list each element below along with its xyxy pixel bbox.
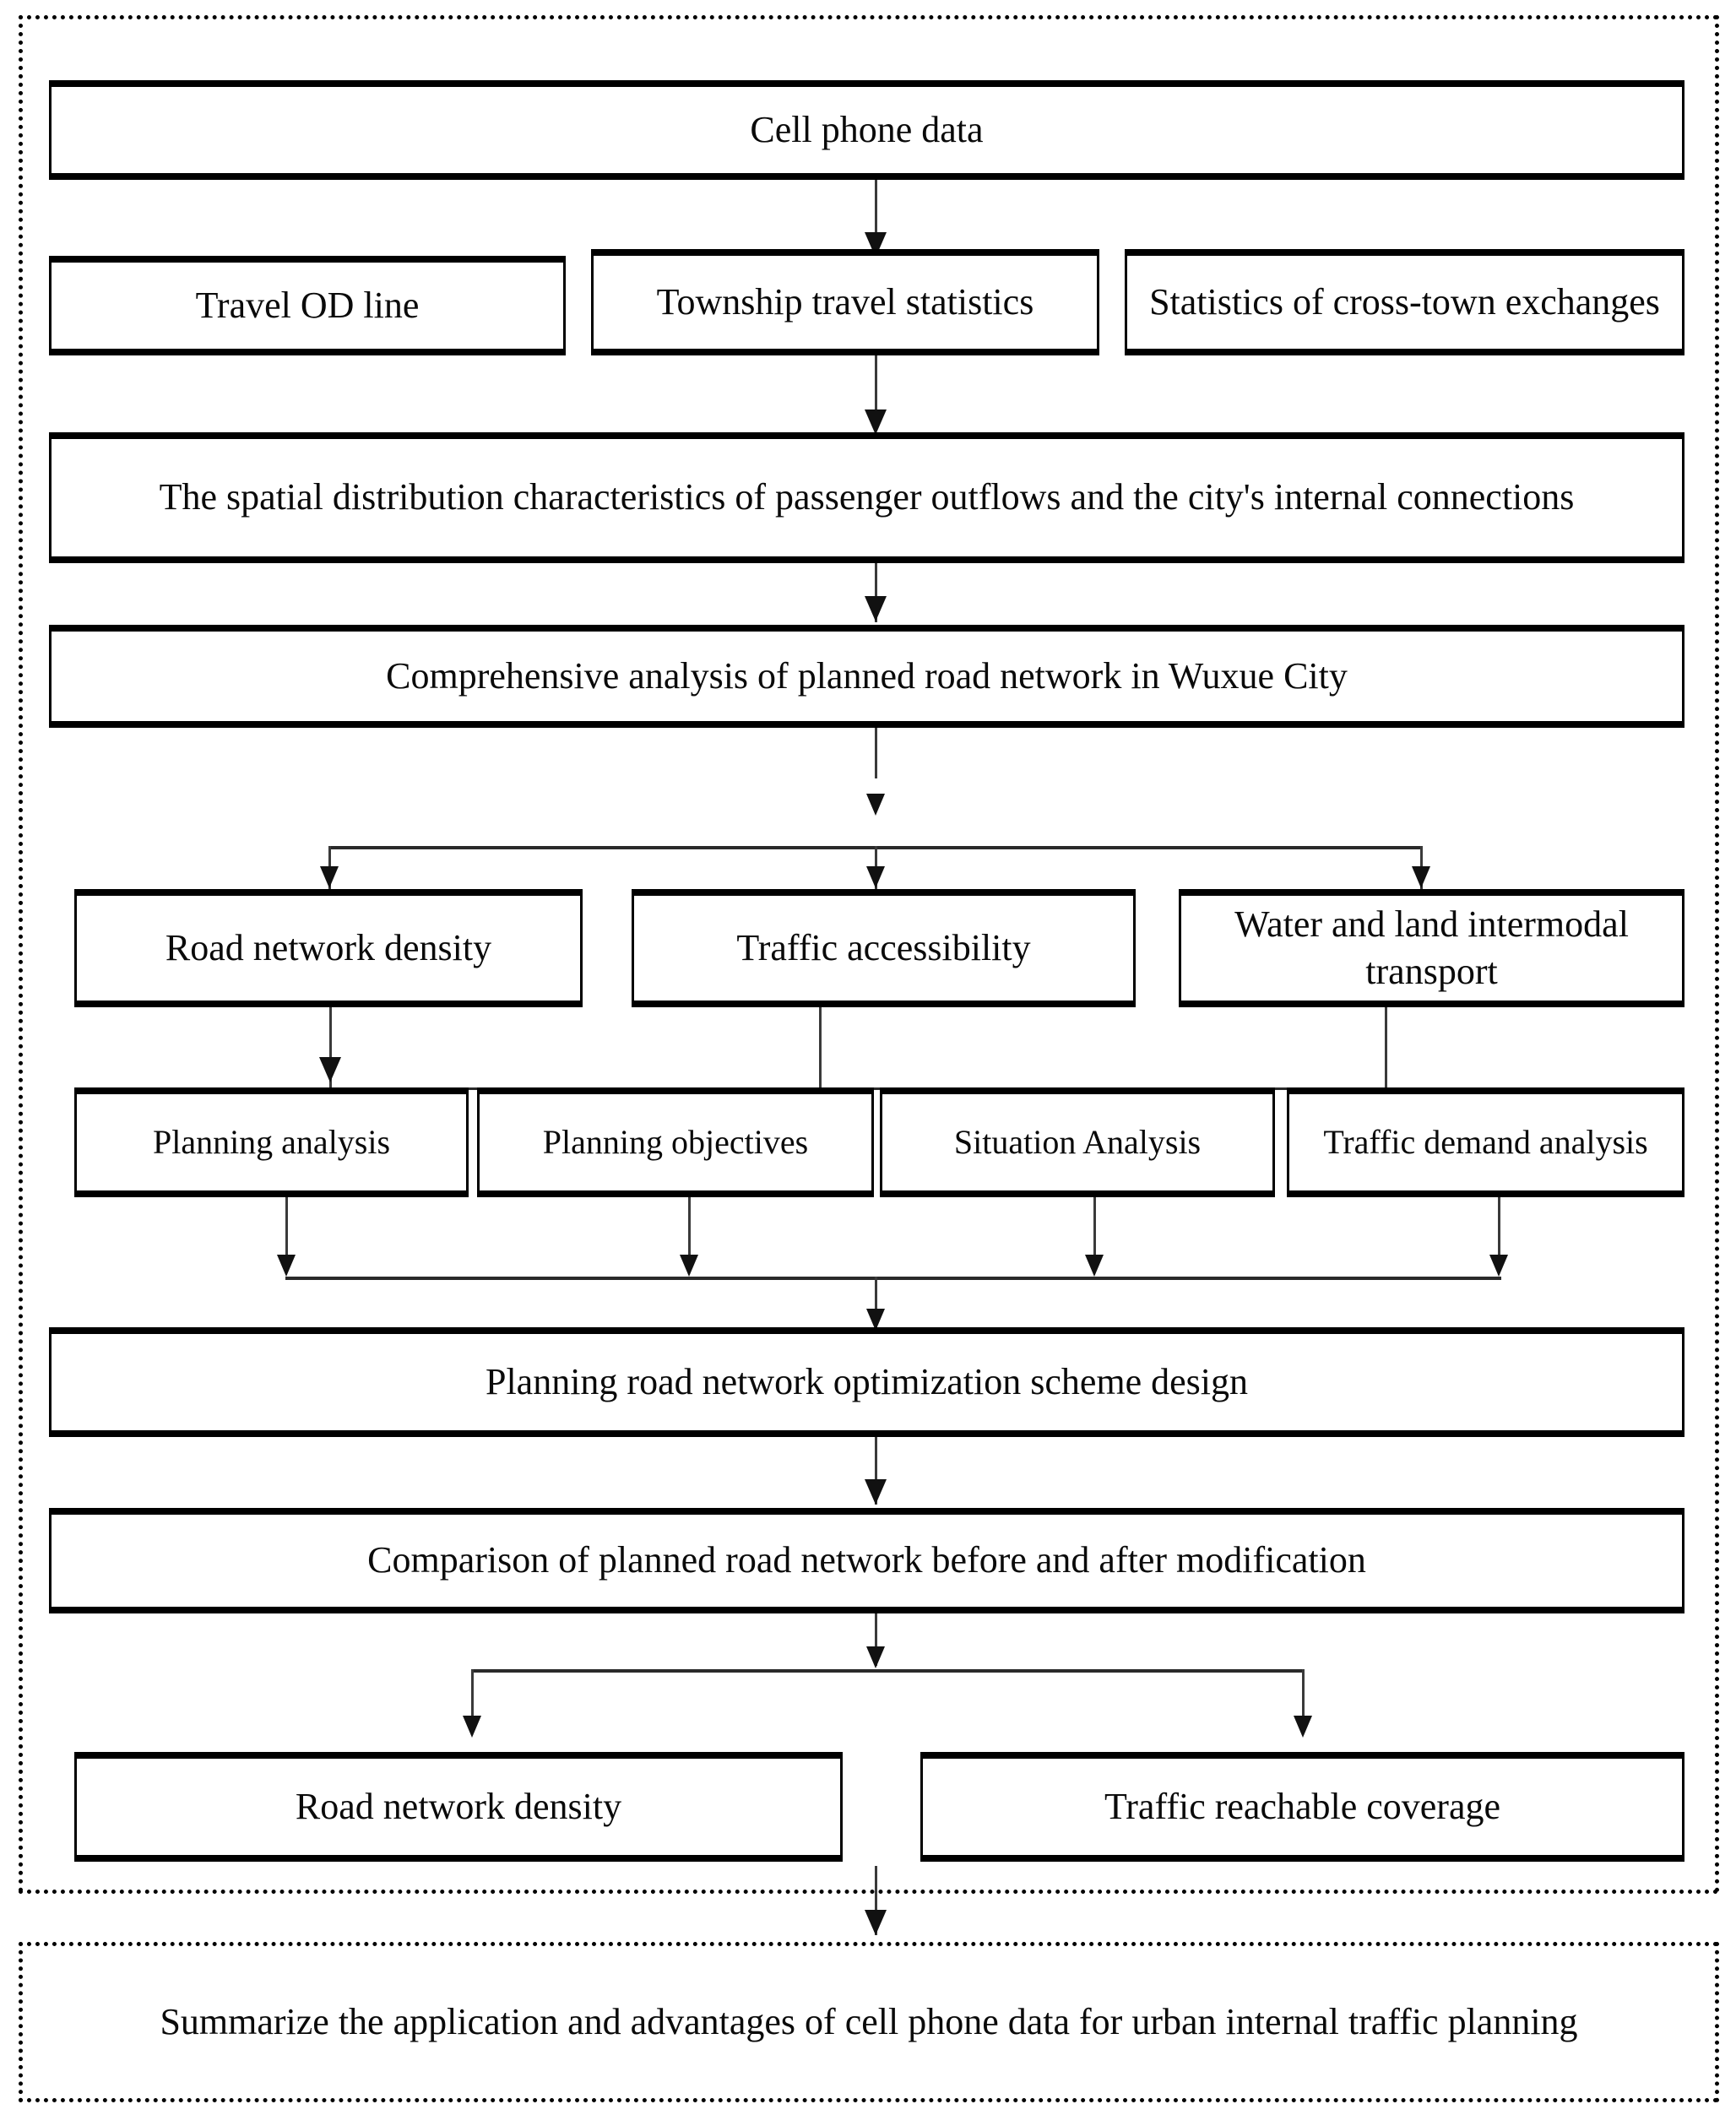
node-road-network-density-lower[interactable]: Road network density [74,1752,843,1862]
node-label: Statistics of cross-town exchanges [1149,280,1660,323]
node-road-network-density-upper[interactable]: Road network density [74,889,583,1007]
edge-region-to-summary [875,1866,877,1935]
node-label: Cell phone data [750,108,984,150]
arrowhead-comparison-stem [866,1646,885,1668]
arrowhead-situation-analysis-merge [1085,1255,1104,1277]
arrowhead-to-road-network-density-lower [463,1716,481,1738]
node-comprehensive-analysis[interactable]: Comprehensive analysis of planned road n… [49,625,1684,728]
node-statistics-cross-town[interactable]: Statistics of cross-town exchanges [1125,249,1684,355]
node-label: Planning analysis [152,1123,391,1162]
edge-planning-merge-busbar [285,1277,1501,1280]
node-summary[interactable]: Summarize the application and advantages… [24,1947,1714,2097]
arrowhead-region-to-summary [865,1910,887,1935]
edge-optimization-to-comparison [875,1437,877,1505]
edge-traffic-access-down [819,1007,822,1089]
edge-cellphone-to-township [875,180,877,241]
node-optimization-scheme[interactable]: Planning road network optimization schem… [49,1327,1684,1437]
edge-water-land-down [1385,1007,1387,1089]
edge-planning-objectives-down [688,1197,691,1263]
arrowhead-to-traffic-reachable-coverage [1294,1716,1312,1738]
edge-planning-analysis-down [285,1197,288,1263]
edge-comprehensive-stem [875,728,877,778]
node-planning-analysis[interactable]: Planning analysis [74,1087,469,1197]
arrowhead-optimization-to-comparison [865,1479,887,1505]
edge-traffic-demand-down [1498,1197,1500,1263]
node-label: Comprehensive analysis of planned road n… [386,654,1348,697]
edge-comparison-busbar [471,1669,1305,1673]
node-label: Situation Analysis [953,1123,1202,1162]
arrowhead-to-water-land [1412,866,1430,888]
edge-comparison-right-leg [1302,1669,1305,1730]
node-label: Planning road network optimization schem… [485,1360,1249,1402]
edge-situation-analysis-down [1093,1197,1096,1263]
node-cell-phone-data[interactable]: Cell phone data [49,80,1684,180]
node-label: Traffic reachable coverage [1104,1785,1501,1827]
edge-merge-to-optimization [875,1277,877,1327]
edge-spatial-to-comprehensive [875,563,877,622]
node-traffic-reachable-coverage[interactable]: Traffic reachable coverage [920,1752,1684,1862]
node-planning-objectives[interactable]: Planning objectives [477,1087,874,1197]
node-label: Travel OD line [195,284,420,326]
node-traffic-demand-analysis[interactable]: Traffic demand analysis [1287,1087,1684,1197]
arrowhead-merge-to-optimization [866,1309,885,1331]
node-label: Road network density [295,1785,622,1827]
node-comparison-before-after[interactable]: Comparison of planned road network befor… [49,1508,1684,1613]
arrowhead-township-to-spatial [865,409,887,435]
upper-workflow-region [19,15,1719,1894]
edge-comparison-stem [875,1613,877,1666]
node-label: Planning objectives [542,1123,809,1162]
node-water-land-intermodal[interactable]: Water and land intermodal transport [1179,889,1684,1007]
node-spatial-distribution[interactable]: The spatial distribution characteristics… [49,432,1684,563]
arrowhead-spatial-to-comprehensive [865,596,887,621]
node-label: Water and land intermodal transport [1234,903,1629,992]
arrowhead-comprehensive-stem [866,794,885,816]
arrowhead-to-traffic-accessibility [866,866,885,888]
node-traffic-accessibility[interactable]: Traffic accessibility [632,889,1136,1007]
node-label: Traffic accessibility [736,926,1031,968]
edge-township-to-spatial [875,355,877,415]
node-township-travel-statistics[interactable]: Township travel statistics [591,249,1099,355]
arrowhead-traffic-demand-merge [1489,1255,1508,1277]
edge-comparison-left-leg [471,1669,474,1730]
arrowhead-to-planning-analysis [319,1057,341,1082]
arrowhead-planning-analysis-merge [277,1255,296,1277]
conclusion-region [19,1942,1719,2102]
node-label: Comparison of planned road network befor… [367,1539,1366,1581]
arrowhead-to-road-network-density [320,866,339,888]
node-situation-analysis[interactable]: Situation Analysis [880,1087,1275,1197]
node-label: Traffic demand analysis [1323,1123,1648,1162]
node-label: Road network density [165,926,492,968]
arrowhead-planning-objectives-merge [680,1255,698,1277]
node-label: The spatial distribution characteristics… [159,476,1575,518]
node-label: Summarize the application and advantages… [160,2001,1578,2043]
node-travel-od-line[interactable]: Travel OD line [49,256,566,355]
node-label: Township travel statistics [656,280,1034,323]
